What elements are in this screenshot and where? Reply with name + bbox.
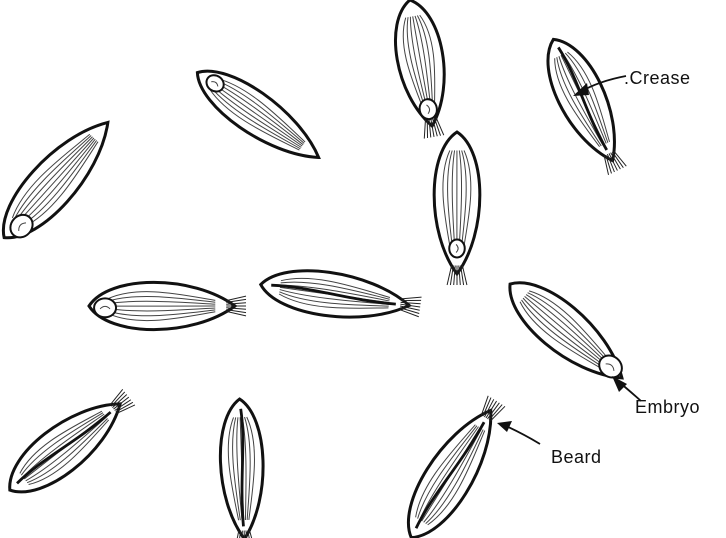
beard-arrow-head — [497, 421, 512, 432]
barley-grain — [218, 398, 266, 538]
beard-label: Beard — [551, 447, 602, 467]
barley-grain — [258, 263, 423, 328]
beard-arrow-line — [506, 426, 540, 444]
barley-grain — [392, 389, 516, 538]
beard-callout: Beard — [497, 421, 602, 467]
grain-beard-bristle — [234, 531, 239, 538]
grain-beard-bristle — [107, 389, 125, 404]
barley-grain — [89, 282, 246, 329]
crease-label: .Crease — [624, 68, 691, 88]
barley-grain — [533, 29, 638, 180]
embryo-callout: Embryo — [612, 376, 700, 417]
grain-group — [0, 0, 638, 538]
grain-embryo — [94, 298, 116, 317]
barley-grain — [495, 267, 636, 396]
barley-grain — [387, 0, 456, 141]
embryo-label: Embryo — [635, 397, 700, 417]
grain-outline — [0, 386, 134, 508]
barley-grain — [0, 107, 125, 253]
grain-beard-bristle — [250, 530, 255, 538]
grain-embryo — [449, 239, 464, 257]
barley-grain — [186, 56, 331, 174]
barley-grain — [434, 132, 480, 285]
barley-grain — [0, 379, 143, 508]
grain-beard-bristle — [614, 149, 626, 168]
